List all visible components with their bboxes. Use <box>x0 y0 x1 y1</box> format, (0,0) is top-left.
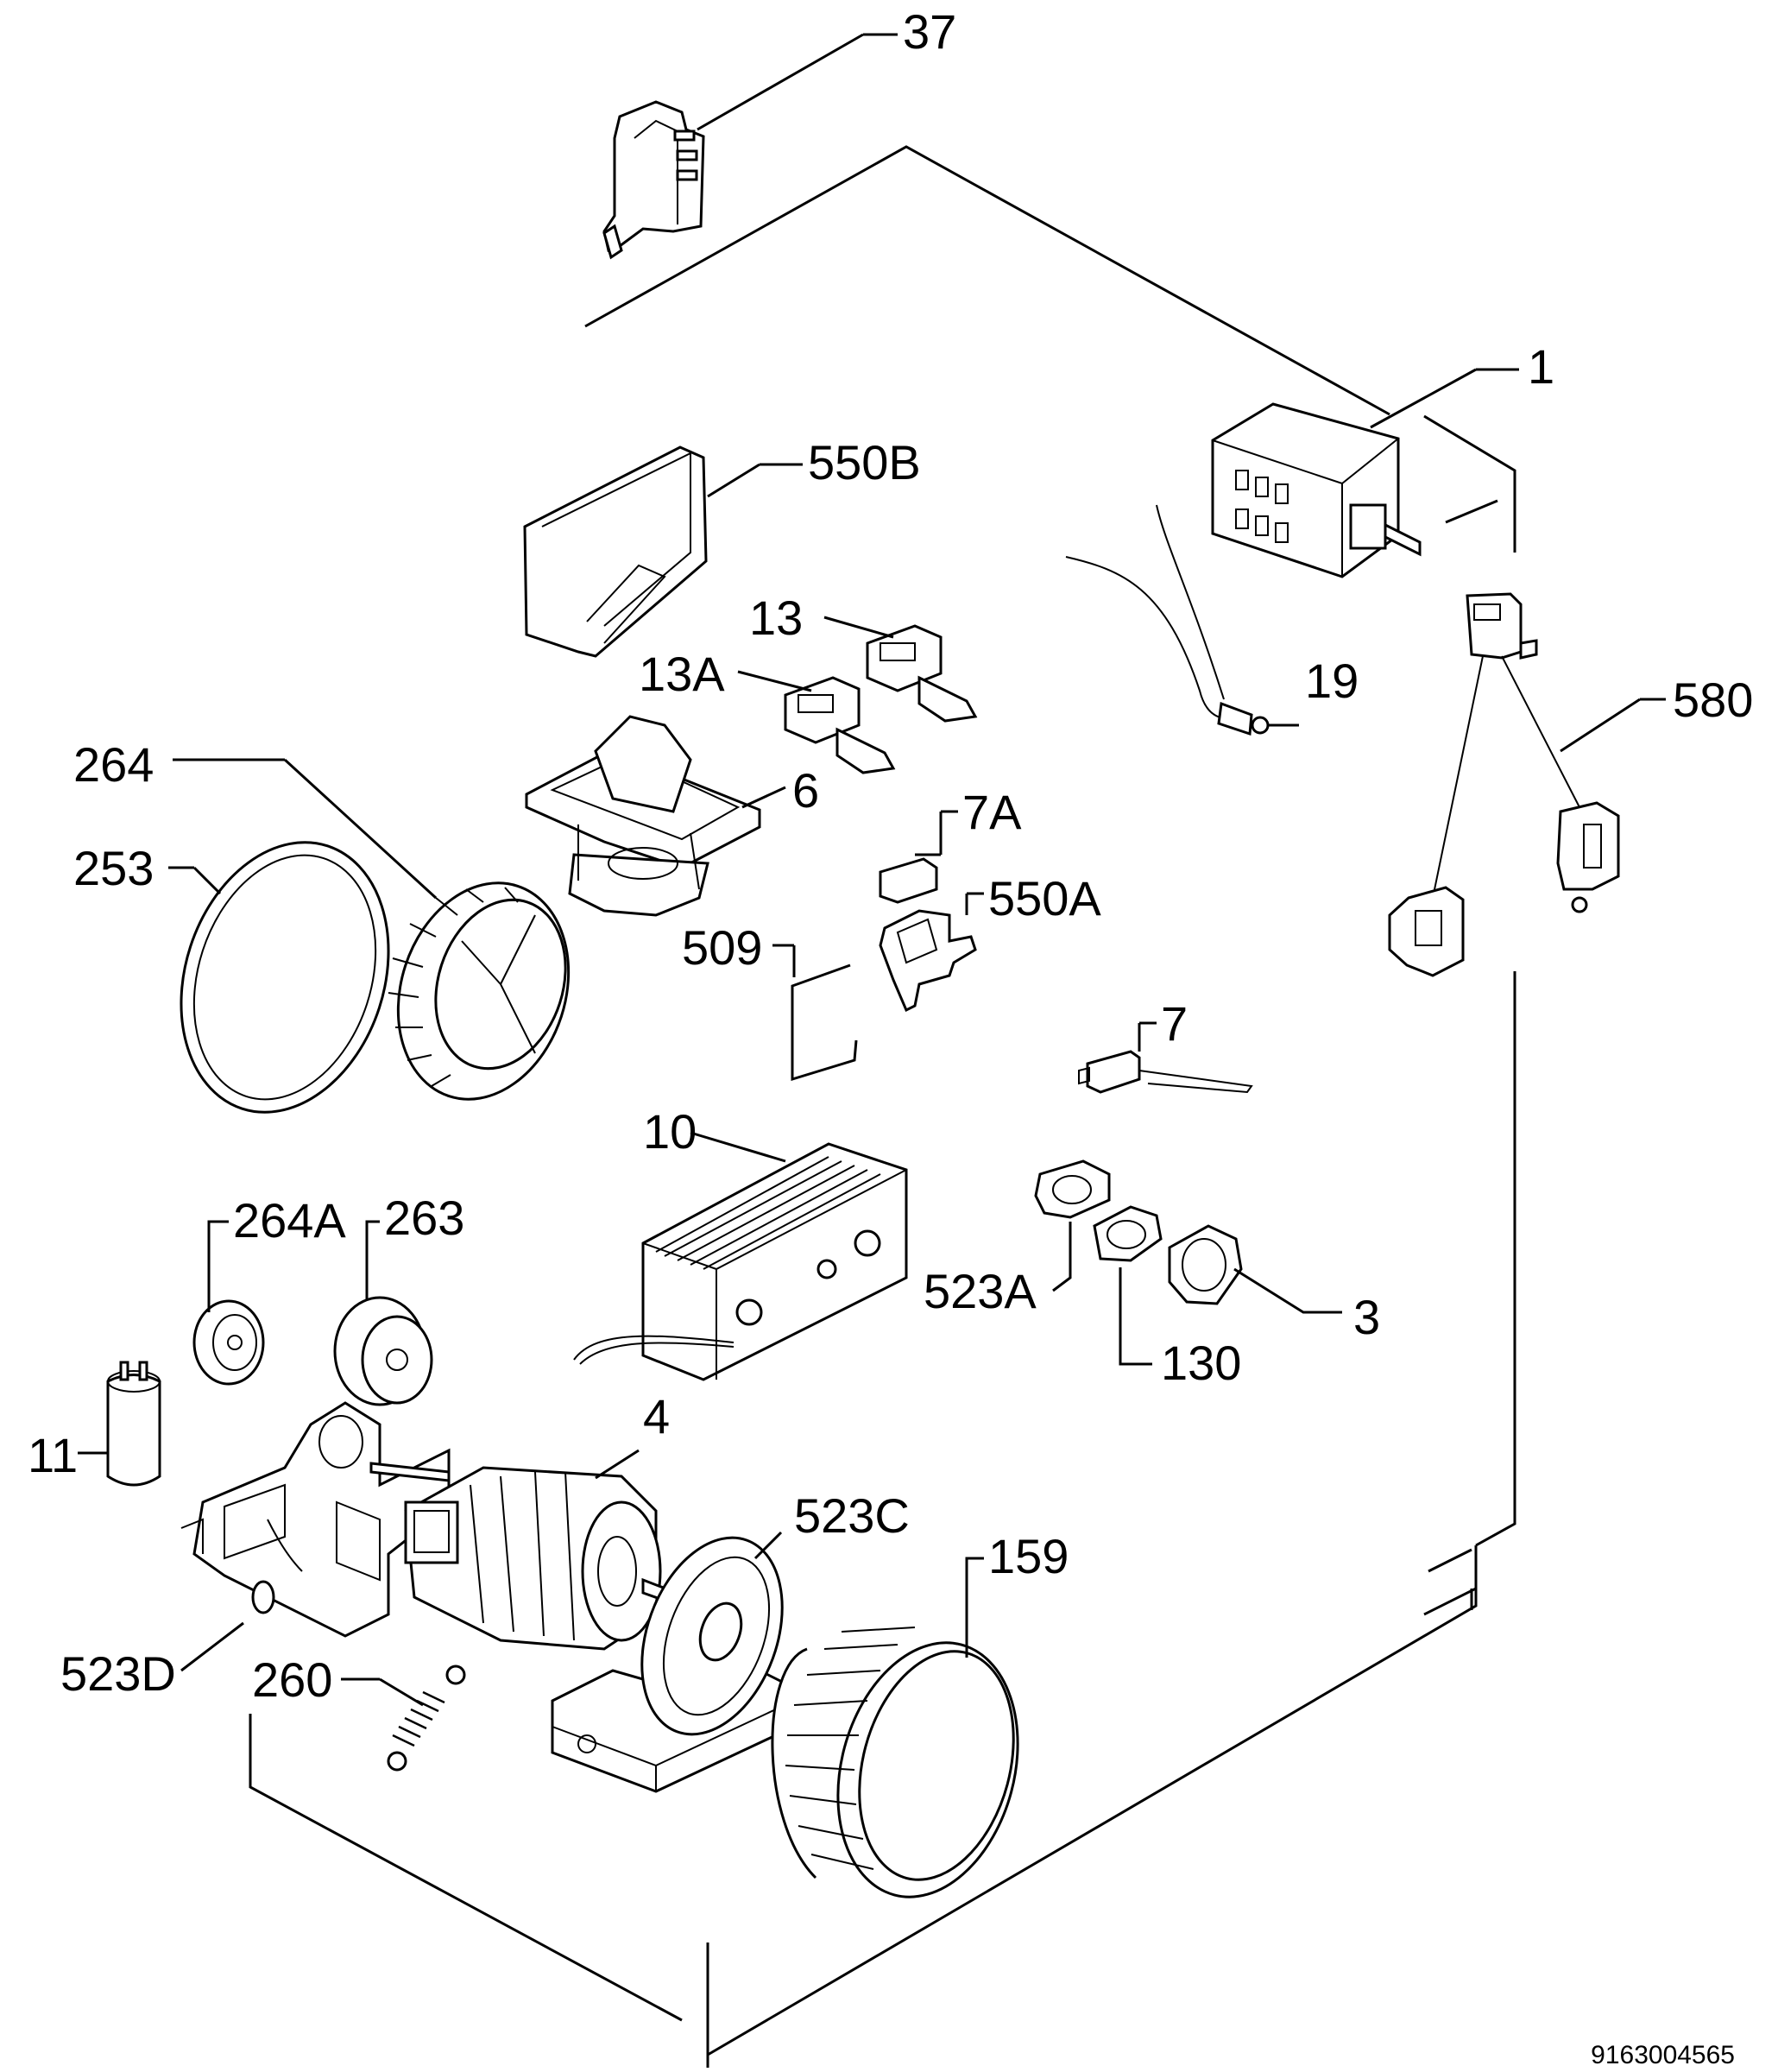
part-580-harness: 580 <box>1388 592 1753 977</box>
label-7: 7 <box>1161 996 1188 1051</box>
label-264: 264 <box>73 737 154 792</box>
label-13a: 13A <box>639 647 725 701</box>
part-6-housing: 6 <box>525 715 819 917</box>
part-159-drum-fan: 159 <box>771 1529 1069 1898</box>
part-509-clip: 509 <box>682 920 858 1082</box>
label-19: 19 <box>1305 654 1359 708</box>
part-260-spring: 260 <box>252 1652 466 1772</box>
drawing-number: 9163004565 <box>1591 2041 1735 2069</box>
part-130-gasket: 130 <box>1093 1205 1241 1390</box>
part-263-idler: 263 <box>333 1191 464 1406</box>
label-6: 6 <box>792 763 819 818</box>
label-263: 263 <box>384 1191 464 1245</box>
label-523d: 523D <box>60 1646 176 1701</box>
label-264a: 264A <box>233 1193 346 1248</box>
label-11: 11 <box>28 1428 78 1482</box>
part-523c-pulley-plate: 523C <box>640 1488 910 1736</box>
part-13-thermostat: 13 <box>749 591 978 723</box>
part-4-motor: 4 <box>369 1389 701 1651</box>
label-550a: 550A <box>988 871 1101 925</box>
part-7a-switch: 7A <box>879 785 1022 904</box>
part-264-fan-wheel: 264 <box>73 737 571 1101</box>
label-253: 253 <box>73 841 154 895</box>
label-509: 509 <box>682 920 762 975</box>
cabinet-frame <box>249 145 1516 2068</box>
part-3-thermostat: 3 <box>1168 1224 1380 1344</box>
label-10: 10 <box>643 1104 697 1159</box>
part-550a-bracket: 550A <box>879 871 1101 1013</box>
part-19-sensor: 19 <box>1065 504 1359 736</box>
label-3: 3 <box>1353 1290 1380 1344</box>
part-264a-pulley: 264A <box>192 1193 346 1386</box>
part-253-belt: 253 <box>73 841 390 1114</box>
part-13a-thermostat: 13A <box>639 647 896 774</box>
part-523a-gasket: 523A <box>924 1159 1111 1318</box>
part-523d-motor-bracket: 523D <box>60 1401 451 1701</box>
label-260: 260 <box>252 1652 332 1707</box>
part-550b-duct: 550B <box>523 435 921 658</box>
label-130: 130 <box>1161 1336 1241 1390</box>
part-7-lever-switch: 7 <box>1078 996 1253 1094</box>
label-580: 580 <box>1673 673 1753 727</box>
part-11-capacitor: 11 <box>28 1361 161 1487</box>
part-37-door-switch: 37 <box>602 4 956 260</box>
label-7a: 7A <box>962 785 1022 839</box>
label-550b: 550B <box>808 435 921 490</box>
part-10-heater: 10 <box>573 1104 908 1381</box>
label-13: 13 <box>749 591 803 645</box>
label-4: 4 <box>643 1389 670 1443</box>
label-37: 37 <box>903 4 956 59</box>
label-523a: 523A <box>924 1264 1037 1318</box>
label-1: 1 <box>1528 339 1554 394</box>
label-159: 159 <box>988 1529 1069 1583</box>
part-1-timer: 1 <box>1211 339 1554 578</box>
label-523c: 523C <box>794 1488 910 1543</box>
